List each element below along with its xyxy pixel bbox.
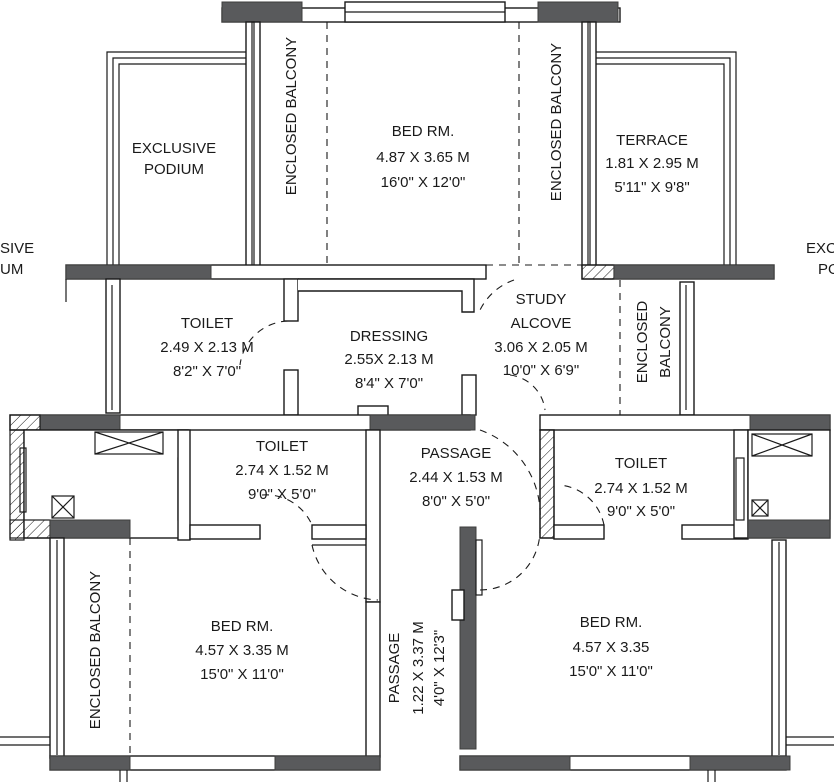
bed-bottom-right-name: BED RM. xyxy=(580,614,643,631)
passage-center-metric: 2.44 X 1.53 M xyxy=(409,469,502,486)
dressing-imperial: 8'4" X 7'0" xyxy=(355,375,423,392)
exclusive-podium-label-2: PODIUM xyxy=(144,161,204,178)
bed-top-name: BED RM. xyxy=(392,123,455,140)
toilet-center-name: TOILET xyxy=(256,438,308,455)
passage-center-name: PASSAGE xyxy=(421,445,492,462)
bed-bottom-right-metric: 4.57 X 3.35 xyxy=(573,639,650,656)
podium-edge-left-1: SIVE xyxy=(0,240,34,257)
bed-bottom-right-imperial: 15'0" X 11'0" xyxy=(569,663,653,680)
toilet-center-imperial: 9'0" X 5'0" xyxy=(248,486,316,503)
top-wing xyxy=(65,1,775,302)
podium-edge-left-2: UM xyxy=(0,261,23,278)
toilet-left-imperial: 8'2" X 7'0" xyxy=(173,363,241,380)
study-metric: 3.06 X 2.05 M xyxy=(494,339,587,356)
passage-vertical-metric: 1.22 X 3.37 M xyxy=(410,621,427,714)
bed-top-imperial: 16'0" X 12'0" xyxy=(381,174,466,191)
toilet-right-name: TOILET xyxy=(615,455,667,472)
middle-wing xyxy=(9,278,831,431)
terrace-imperial: 5'11" X 9'8" xyxy=(614,179,689,196)
toilet-right-metric: 2.74 X 1.52 M xyxy=(594,480,687,497)
toilet-left-metric: 2.49 X 2.13 M xyxy=(160,339,253,356)
terrace-name: TERRACE xyxy=(616,132,688,149)
podium-edge-right-1: EXC xyxy=(806,240,834,257)
study-name-1: STUDY xyxy=(516,291,567,308)
toilet-center-metric: 2.74 X 1.52 M xyxy=(235,462,328,479)
enclosed-balcony-bottom-left-label: ENCLOSED BALCONY xyxy=(87,571,104,729)
passage-center-imperial: 8'0" X 5'0" xyxy=(422,493,490,510)
dressing-metric: 2.55X 2.13 M xyxy=(344,351,433,368)
lower-middle-wing xyxy=(9,429,831,750)
bed-bottom-left-imperial: 15'0" X 11'0" xyxy=(200,666,284,683)
bed-top-metric: 4.87 X 3.65 M xyxy=(376,149,469,166)
bed-bottom-left-name: BED RM. xyxy=(211,618,274,635)
study-name-2: ALCOVE xyxy=(511,315,572,332)
exclusive-podium-label-1: EXCLUSIVE xyxy=(132,140,216,157)
room-labels: EXCLUSIVE PODIUM SIVE UM EXC PO ENCLOSED… xyxy=(0,37,834,729)
study-imperial: 10'0" X 6'9" xyxy=(503,362,579,379)
bed-bottom-left-metric: 4.57 X 3.35 M xyxy=(195,642,288,659)
podium-edge-right-2: PO xyxy=(818,261,834,278)
enclosed-balcony-right-label-1: ENCLOSED xyxy=(634,301,651,384)
terrace-metric: 1.81 X 2.95 M xyxy=(605,155,698,172)
enclosed-balcony-right-label-2: BALCONY xyxy=(657,306,674,378)
enclosed-balcony-top-right-label: ENCLOSED BALCONY xyxy=(548,43,565,201)
bottom-wing xyxy=(0,537,834,782)
enclosed-balcony-top-left-label: ENCLOSED BALCONY xyxy=(283,37,300,195)
toilet-right-imperial: 9'0" X 5'0" xyxy=(607,503,675,520)
toilet-left-name: TOILET xyxy=(181,315,233,332)
passage-vertical-name: PASSAGE xyxy=(386,633,403,704)
passage-vertical-imperial: 4'0" X 12'3" xyxy=(431,630,448,706)
dressing-name: DRESSING xyxy=(350,328,428,345)
